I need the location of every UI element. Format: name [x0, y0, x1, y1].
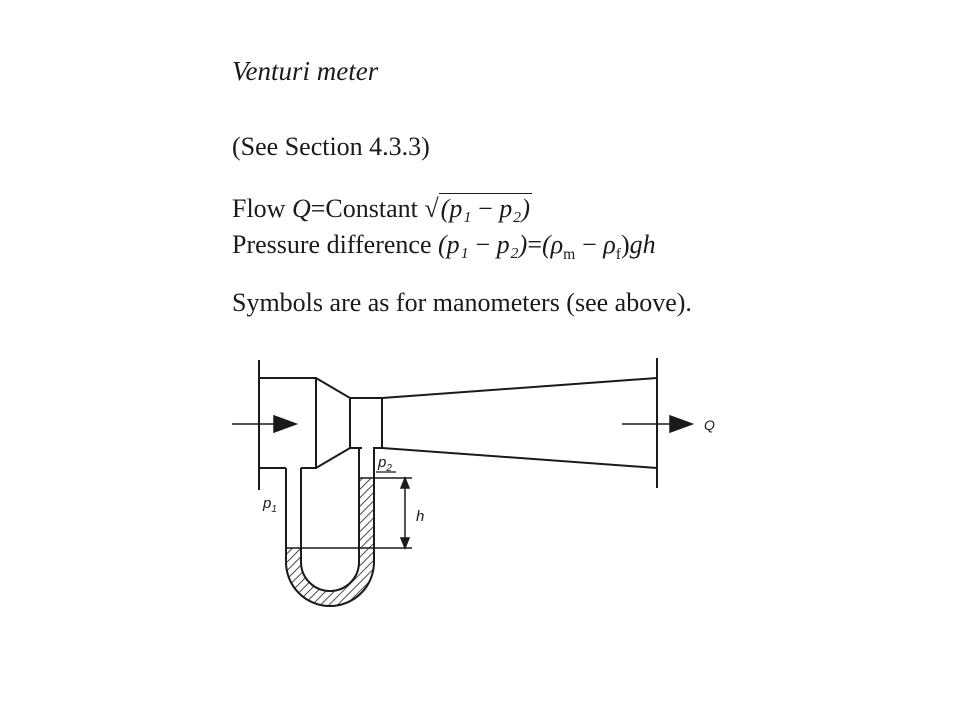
sqrt-expression: √(p₁ − p₂) — [424, 193, 533, 224]
p1-subscript: 1 — [271, 504, 277, 515]
pressure-prefix: Pressure difference — [232, 230, 438, 259]
diverging-bottom-wall — [373, 447, 658, 469]
h-arrow-up — [399, 475, 411, 489]
h-label: h — [416, 508, 424, 525]
q-label: Q — [704, 417, 715, 433]
pressure-equation: Pressure difference (p₁ − p₂)=(ρm − ρf)g… — [232, 230, 656, 264]
venturi-top-wall — [259, 377, 658, 399]
p1-label: p1 — [262, 495, 277, 515]
sqrt-radicand: (p₁ − p₂) — [438, 193, 533, 223]
sqrt-symbol: √ — [424, 194, 439, 223]
inlet-arrow-head — [273, 414, 299, 434]
flow-equals-constant: =Constant — [310, 194, 425, 223]
outlet-arrow-head — [669, 414, 695, 434]
pressure-equals: = — [527, 230, 543, 259]
p2-subscript: 2 — [385, 463, 392, 474]
pressure-lhs: (p₁ − p₂) — [437, 230, 528, 259]
h-arrow-down — [399, 537, 411, 551]
pressure-rhs-close: ) — [620, 230, 630, 259]
page-title: Venturi meter — [232, 56, 379, 86]
symbols-note: Symbols are as for manometers (see above… — [232, 288, 692, 317]
flow-q-symbol: Q — [291, 194, 311, 223]
flow-equation: Flow Q=Constant √(p₁ − p₂) — [232, 193, 533, 224]
manometer-fluid — [285, 477, 375, 607]
p2-label: p2 — [377, 454, 392, 474]
flow-prefix: Flow — [232, 194, 292, 223]
p2-symbol: p — [377, 454, 386, 471]
converging-bottom-wall — [301, 447, 362, 469]
pressure-rhs-gh: gh — [629, 230, 656, 259]
pressure-rhs-minus: − ρ — [575, 230, 616, 259]
section-reference: (See Section 4.3.3) — [232, 132, 430, 161]
pressure-rhs-m-sub: m — [563, 246, 576, 264]
pressure-rhs-f-sub: f — [615, 246, 621, 264]
pressure-rhs-open: (ρ — [542, 230, 564, 259]
p1-symbol: p — [262, 495, 271, 512]
manometer-inner-wall — [300, 448, 360, 592]
